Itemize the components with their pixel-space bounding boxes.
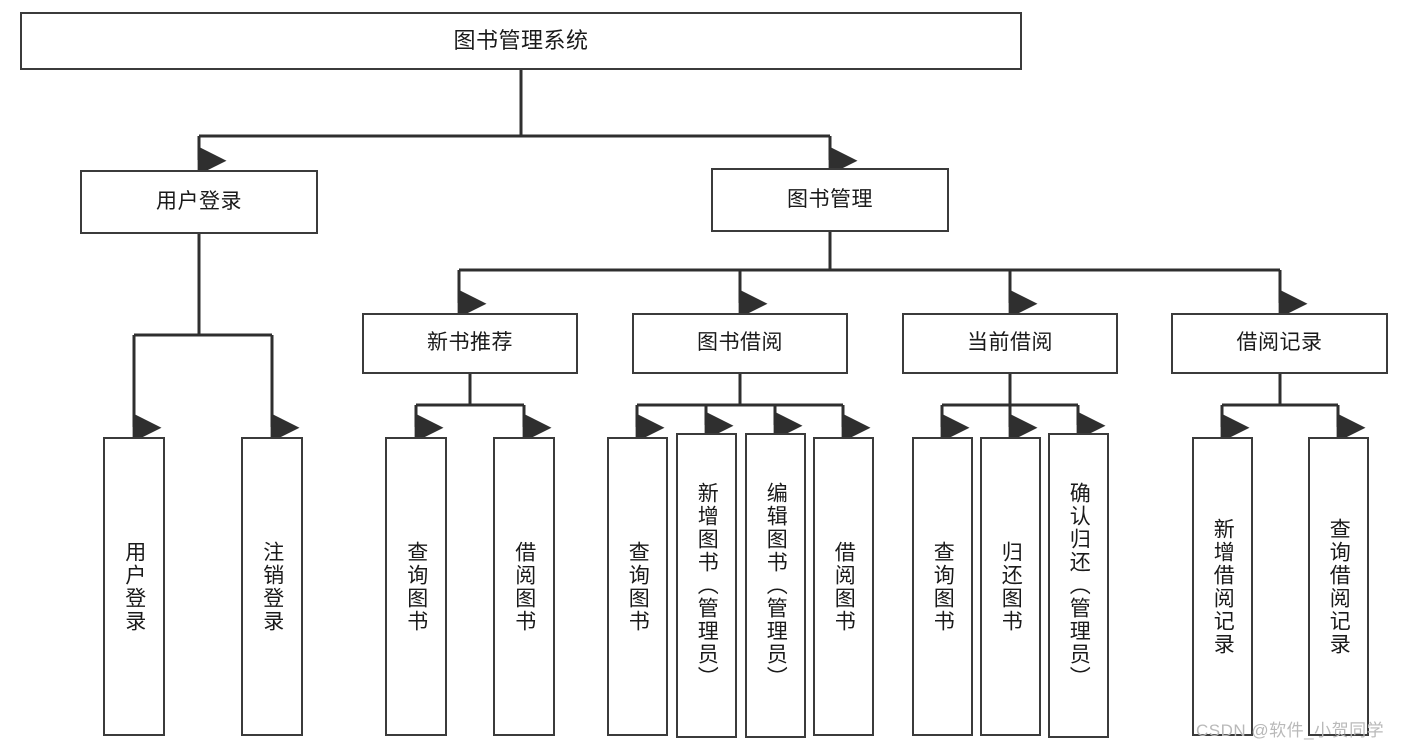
node-leaf-add-borrow-record[interactable]: 新增借阅记录 <box>1192 437 1253 736</box>
node-label: 图书管理 <box>787 187 873 211</box>
node-label: 注销登录 <box>260 540 284 633</box>
node-leaf-borrow-book-2[interactable]: 借阅图书 <box>813 437 874 736</box>
node-label: 新增图书（管理员） <box>695 482 719 689</box>
node-user-login[interactable]: 用户登录 <box>80 170 318 234</box>
node-leaf-user-login[interactable]: 用户登录 <box>103 437 165 736</box>
csdn-watermark: CSDN @软件_小贺同学 <box>1196 721 1385 740</box>
node-leaf-add-book-admin[interactable]: 新增图书（管理员） <box>676 433 737 738</box>
node-borrow-record[interactable]: 借阅记录 <box>1171 313 1388 374</box>
node-label: 查询图书 <box>404 540 428 633</box>
node-label: 归还图书 <box>999 540 1023 633</box>
node-label: 查询借阅记录 <box>1327 517 1351 656</box>
node-label: 用户登录 <box>156 189 242 213</box>
node-label: 图书管理系统 <box>453 28 589 54</box>
node-label: 新书推荐 <box>427 331 513 355</box>
node-new-book-recommend[interactable]: 新书推荐 <box>362 313 578 374</box>
node-book-borrow[interactable]: 图书借阅 <box>632 313 848 374</box>
node-label: 查询图书 <box>626 540 650 633</box>
node-leaf-borrow-book-1[interactable]: 借阅图书 <box>493 437 555 736</box>
node-label: 借阅图书 <box>832 540 856 633</box>
node-leaf-edit-book-admin[interactable]: 编辑图书（管理员） <box>745 433 806 738</box>
node-label: 借阅图书 <box>512 540 536 633</box>
node-label: 查询图书 <box>931 540 955 633</box>
node-current-borrow[interactable]: 当前借阅 <box>902 313 1118 374</box>
node-leaf-confirm-return-admin[interactable]: 确认归还（管理员） <box>1048 433 1109 738</box>
node-leaf-logout-login[interactable]: 注销登录 <box>241 437 303 736</box>
node-root-book-management-system[interactable]: 图书管理系统 <box>20 12 1022 70</box>
node-leaf-query-book-2[interactable]: 查询图书 <box>607 437 668 736</box>
node-book-management[interactable]: 图书管理 <box>711 168 949 232</box>
node-label: 当前借阅 <box>967 331 1053 355</box>
node-leaf-query-book-3[interactable]: 查询图书 <box>912 437 973 736</box>
node-label: 确认归还（管理员） <box>1067 482 1091 689</box>
node-leaf-return-book[interactable]: 归还图书 <box>980 437 1041 736</box>
node-label: 编辑图书（管理员） <box>764 482 788 689</box>
node-leaf-query-borrow-record[interactable]: 查询借阅记录 <box>1308 437 1369 736</box>
node-leaf-query-book-1[interactable]: 查询图书 <box>385 437 447 736</box>
node-label: 图书借阅 <box>697 331 783 355</box>
node-label: 新增借阅记录 <box>1211 517 1235 656</box>
node-label: 借阅记录 <box>1236 331 1323 355</box>
node-label: 用户登录 <box>122 540 146 633</box>
